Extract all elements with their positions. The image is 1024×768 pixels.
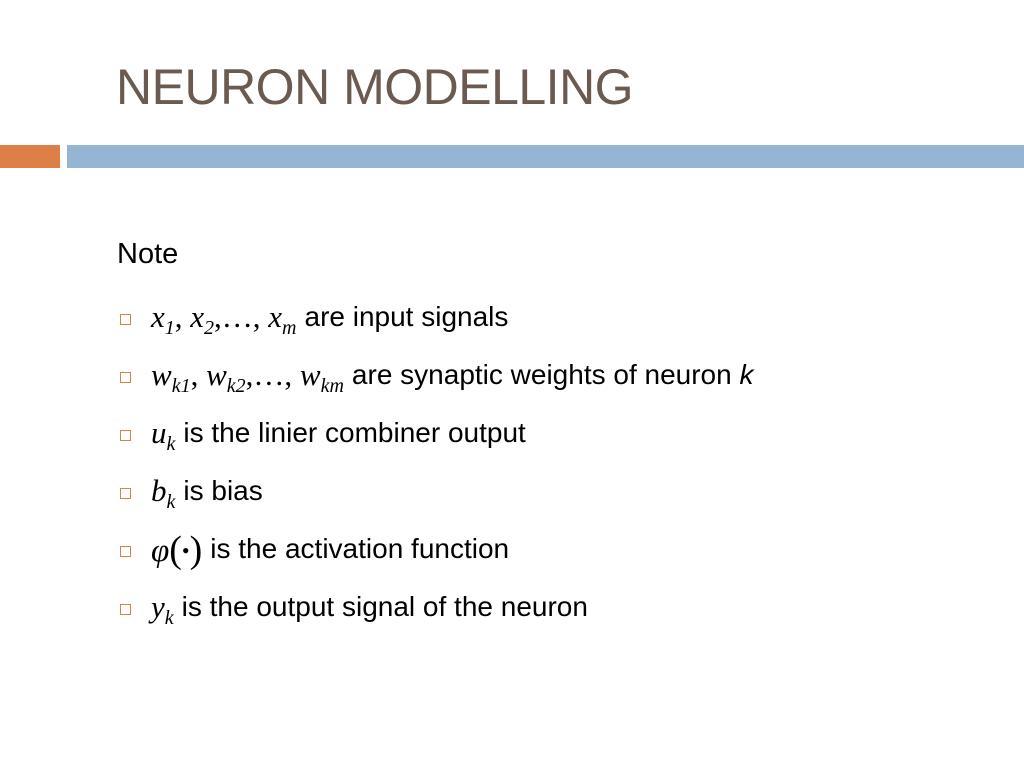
bullet-box-icon	[120, 487, 131, 499]
output-signal-symbol: yk	[151, 589, 174, 629]
title-rule-bar	[67, 145, 1024, 168]
bullet-box-icon	[120, 313, 131, 325]
bullet-text: is the activation function	[210, 533, 510, 564]
bullet-list: x1, x2,…, xm are input signals wk1, wk2,…	[117, 288, 997, 636]
slide-content: Note x1, x2,…, xm are input signals wk1,…	[117, 232, 997, 636]
bullet-text: is bias	[183, 475, 263, 506]
bullet-synaptic-weights: wk1, wk2,…, wkm are synaptic weights of …	[117, 346, 997, 404]
slide-title: NEURON MODELLING	[116, 59, 634, 115]
bullet-text: is the linier combiner output	[183, 417, 526, 448]
bullet-box-icon	[120, 429, 131, 441]
title-rule-accent	[0, 145, 60, 168]
activation-function-symbol: φ(•)	[151, 529, 203, 571]
bullet-text: is the output signal of the neuron	[181, 591, 588, 622]
bullet-text: are synaptic weights of neuron k	[351, 359, 754, 390]
bullet-activation-function: φ(•) is the activation function	[117, 520, 997, 578]
bullet-text: are input signals	[304, 301, 509, 332]
bullet-box-icon	[120, 545, 131, 557]
note-label: Note	[117, 238, 179, 270]
bullet-box-icon	[120, 603, 131, 615]
bullet-combiner-output: uk is the linier combiner output	[117, 404, 997, 462]
input-signals-symbol: x1, x2,…, xm	[151, 299, 297, 339]
bullet-input-signals: x1, x2,…, xm are input signals	[117, 288, 997, 346]
bullet-box-icon	[120, 371, 131, 383]
synaptic-weights-symbol: wk1, wk2,…, wkm	[151, 357, 344, 397]
neuron-variable: k	[739, 359, 754, 390]
bias-symbol: bk	[151, 473, 176, 513]
bullet-output-signal: yk is the output signal of the neuron	[117, 578, 997, 636]
bullet-bias: bk is bias	[117, 462, 997, 520]
combiner-output-symbol: uk	[151, 415, 176, 455]
